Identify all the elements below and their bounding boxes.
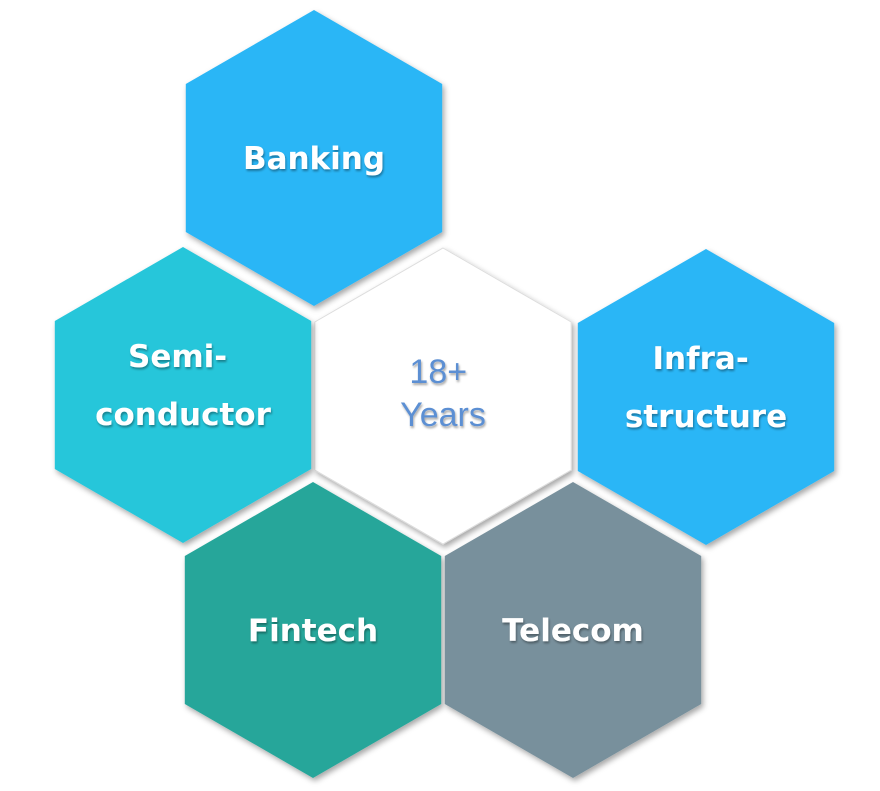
hex-banking-shape [185, 10, 443, 306]
hex-semiconductor-label-line-2: conductor [95, 397, 271, 433]
hex-semiconductor-label-line-1: Semi- [128, 339, 227, 375]
hex-semiconductor-shape [54, 247, 312, 543]
center-label-line-1: 18+ [409, 353, 467, 391]
center-hex-shape [314, 247, 572, 545]
hex-fintech-shape [184, 482, 442, 778]
center-hex: 18+ Years [314, 247, 572, 545]
hex-telecom-shape [444, 482, 702, 778]
hex-banking-label: Banking [243, 141, 385, 177]
hex-fintech-label: Fintech [248, 613, 378, 649]
center-label-line-2: Years [400, 396, 486, 434]
hex-telecom: Telecom [444, 482, 702, 778]
hex-infrastructure-label-line-2: structure [625, 399, 787, 435]
hex-infrastructure-label: Infra- structure [625, 341, 787, 435]
hex-infrastructure-label-line-1: Infra- [653, 341, 749, 377]
hex-telecom-label-line-1: Telecom [502, 613, 644, 649]
hex-semiconductor: Semi- conductor [54, 247, 312, 543]
hex-telecom-label: Telecom [502, 613, 644, 649]
hex-fintech-label-line-1: Fintech [248, 613, 378, 649]
hex-semiconductor-label: Semi- conductor [95, 339, 271, 433]
center-hex-label: 18+ Years [400, 353, 486, 434]
hex-infrastructure-shape [577, 249, 835, 545]
hex-infrastructure: Infra- structure [577, 249, 835, 545]
hex-banking-label-line-1: Banking [243, 141, 385, 177]
hex-fintech: Fintech [184, 482, 442, 778]
hex-banking: Banking [185, 10, 443, 306]
